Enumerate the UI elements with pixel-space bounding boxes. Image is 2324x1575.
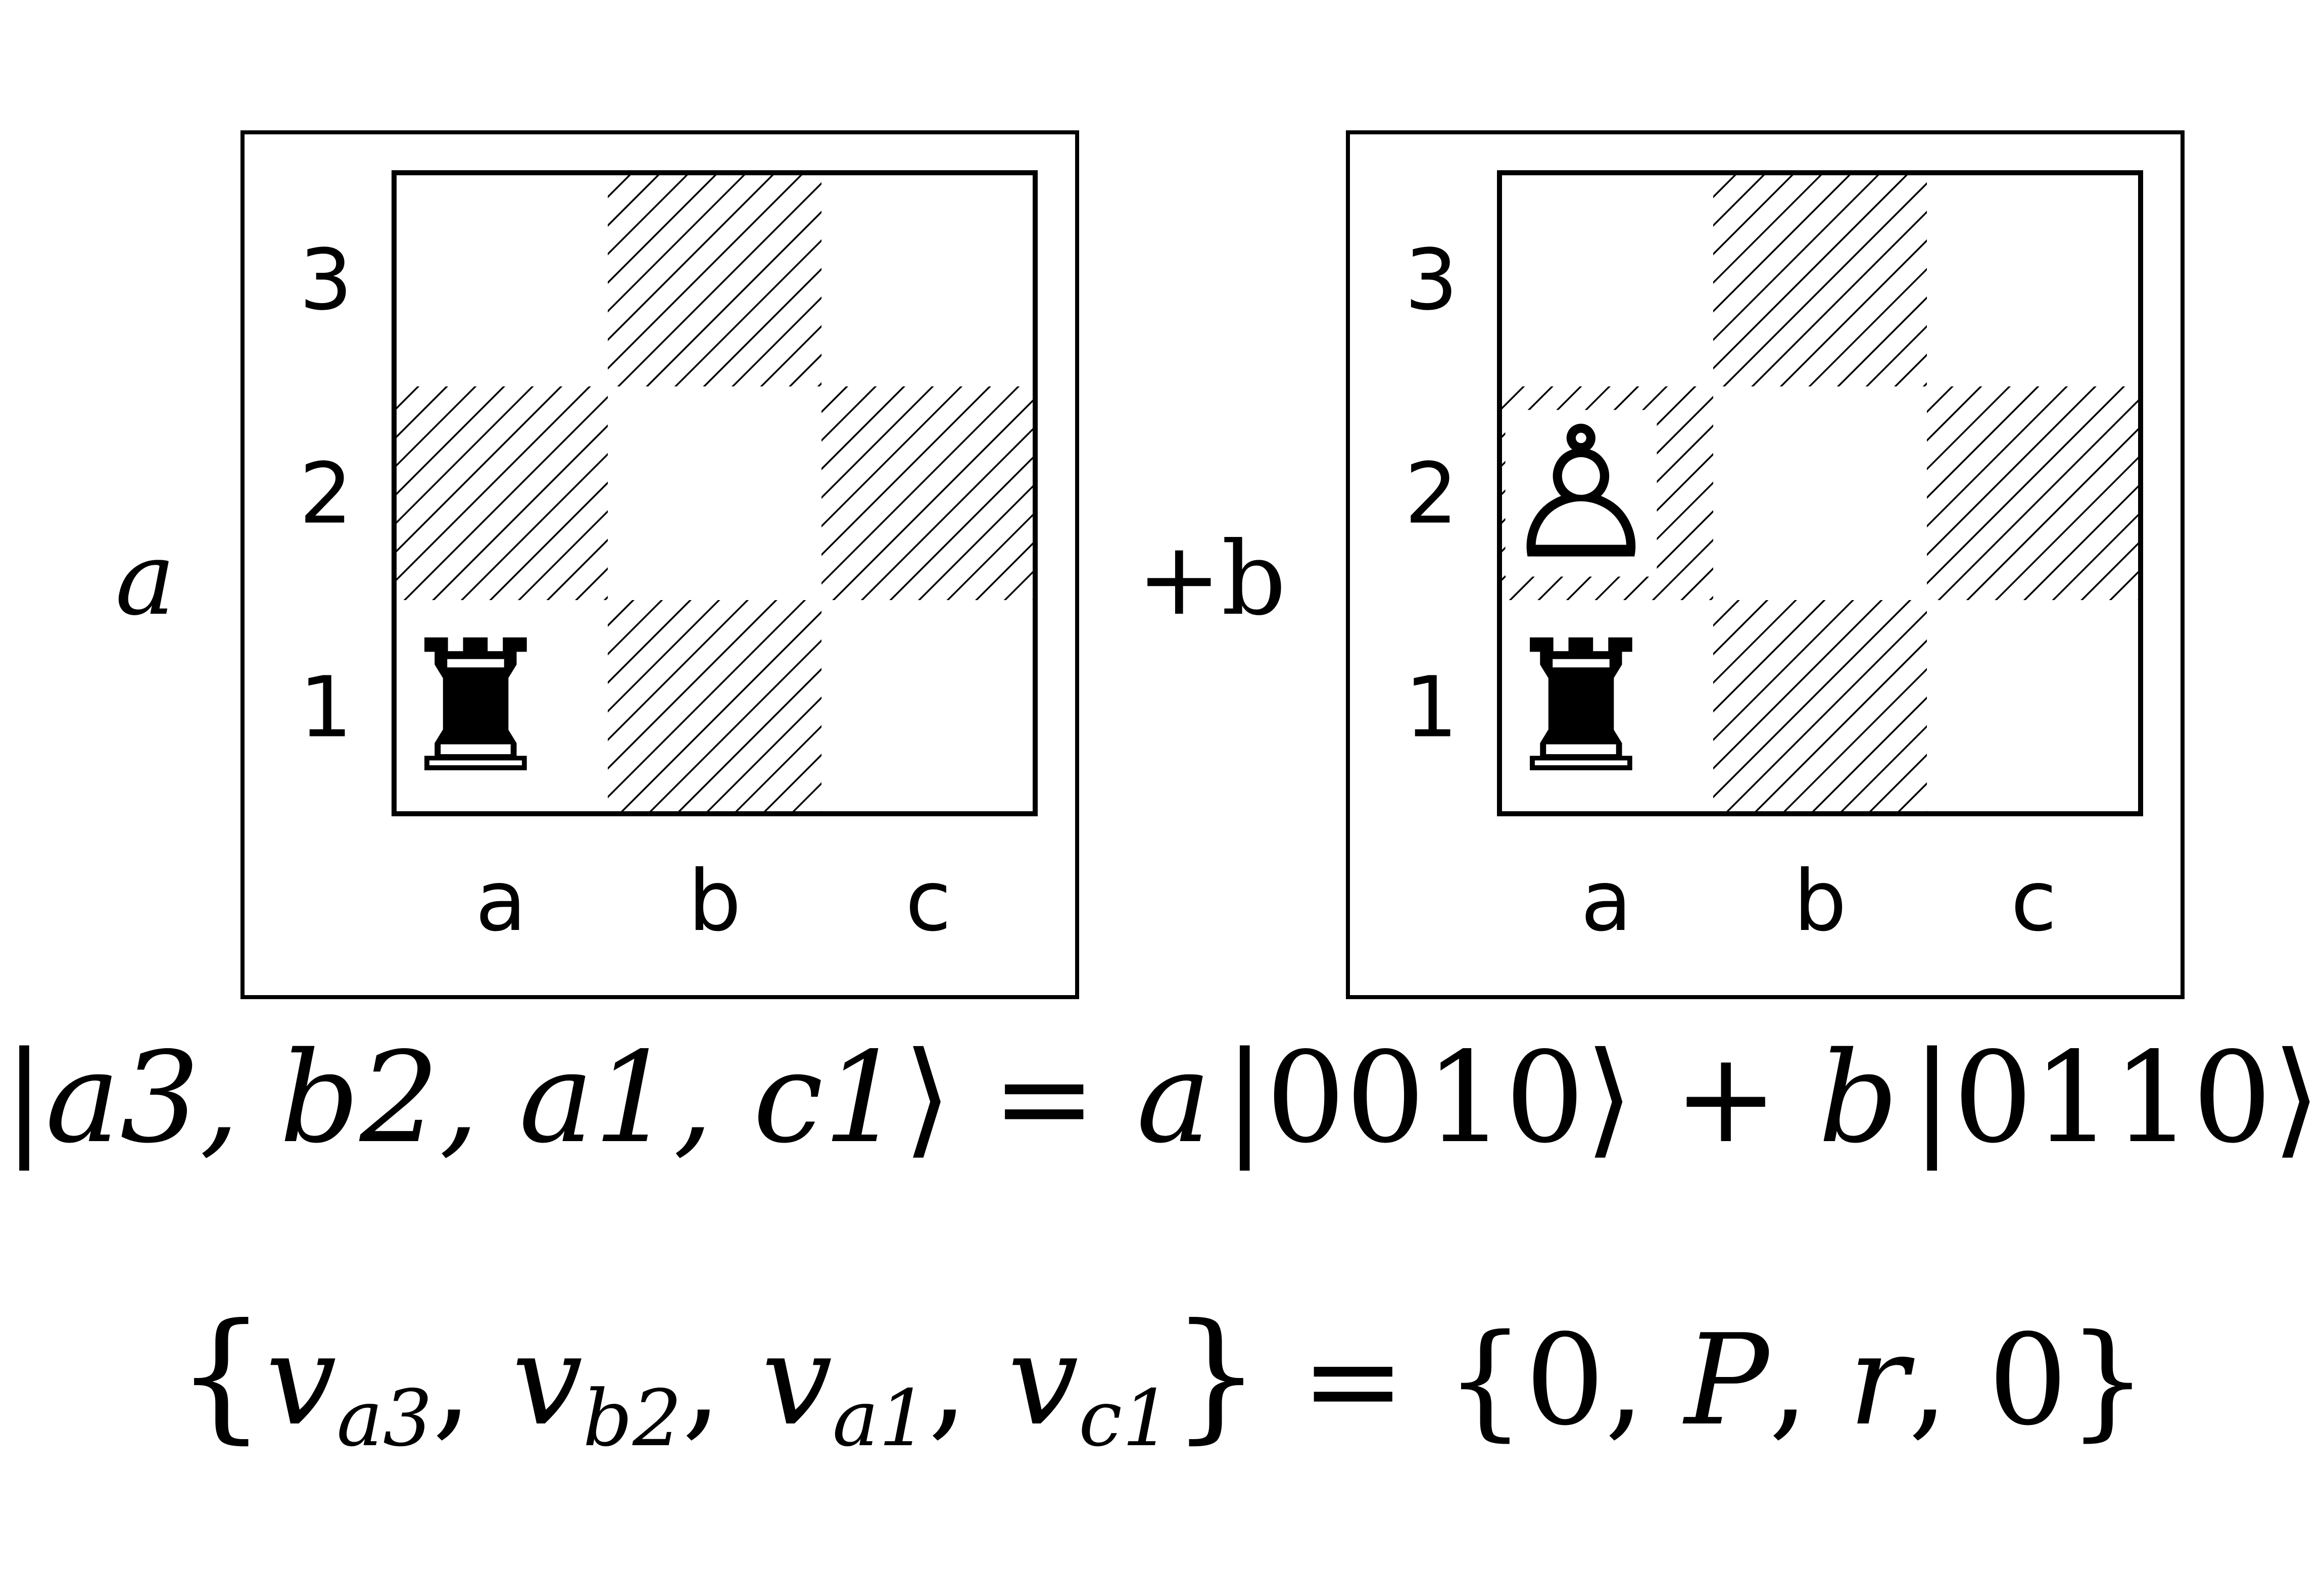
black-rook-backing [1505,623,1657,791]
file-label-b: b [1794,853,1847,950]
rank-label-1: 1 [1405,659,1458,757]
state-0110: |0110⟩ [1911,1025,2321,1171]
rank-label-3: 3 [1405,232,1458,329]
rank-label-1: 1 [299,659,353,757]
subscript-a3: a3 [336,1373,432,1464]
square-c1-light [1927,600,2141,814]
file-label-b: b [688,853,741,950]
white-pawn-backing [1505,410,1657,577]
square-c3-light [1927,173,2141,386]
subscript-c1: c1 [1078,1373,1172,1464]
black-rook-icon: ♜ [1499,602,1663,813]
v-a3: v [266,1308,337,1453]
square-c2-dark [821,386,1035,600]
equals-sign: = [951,1025,1137,1171]
close-brace: } [1171,1293,1261,1457]
square-b2-light [608,386,821,600]
rank-label-3: 3 [299,232,353,329]
left-board-border [392,170,1038,816]
square-a3-light [1499,173,1713,386]
white-pawn-icon: ♙ [1499,388,1663,600]
rhs-P: P [1684,1308,1769,1453]
chessboard-left: 3 2 1 a b c ♜ [240,130,1079,999]
rhs-comma: , [1769,1308,1849,1453]
square-b3-dark [608,173,821,386]
subscript-a1: a1 [832,1373,929,1464]
right-board-border [1497,170,2143,816]
rank-label-2: 2 [299,446,353,543]
ket-close: ⟩ [903,1025,952,1171]
comma: , [928,1308,1008,1453]
square-c1-light [821,600,1035,814]
rank-label-2: 2 [1405,446,1458,543]
square-b1-dark [1713,600,1927,814]
coef-a: a [1136,1025,1212,1171]
rhs-open: {0, [1445,1308,1685,1453]
v-c1: v [1007,1308,1079,1453]
square-b1-dark [608,600,821,814]
file-label-a: a [475,853,527,950]
subscript-b2: b2 [583,1373,682,1464]
ket-variables: a3, b2, a1, c1 [45,1025,903,1171]
black-rook-icon: ♜ [394,602,557,813]
square-c3-light [821,173,1035,386]
rhs-close: , 0} [1908,1308,2148,1453]
equals-sign: = [1261,1308,1445,1453]
value-equation: {va3, vb2, va1, vc1} = {0, P, r, 0} [0,1293,2324,1457]
ket-open: | [3,1025,45,1171]
coef-b: b [1818,1025,1899,1171]
file-label-a: a [1581,853,1632,950]
v-b2: v [512,1308,583,1453]
file-label-c: c [905,853,951,950]
ket-equation: |a3, b2, a1, c1⟩ = a |0010⟩ + b |0110⟩ [0,1025,2324,1171]
file-label-c: c [2011,853,2057,950]
state-0010: |0010⟩ [1224,1025,1634,1171]
chessboard-right: 3 2 1 a b c ♙♜ [1346,130,2185,999]
square-c2-dark [1927,386,2141,600]
black-rook-backing [400,623,552,791]
square-a3-light [394,173,608,386]
square-a2-dark [394,386,608,600]
square-b2-light [1713,386,1927,600]
comma: , [682,1308,762,1453]
coefficient-a: a [115,520,175,638]
comma: , [432,1308,512,1453]
square-b3-dark [1713,173,1927,386]
plus-sign: + [1633,1025,1818,1171]
v-a1: v [761,1308,833,1453]
coefficient-plus-b: +b [1137,520,1286,638]
open-brace: { [176,1293,266,1457]
rhs-r: r [1848,1308,1909,1453]
